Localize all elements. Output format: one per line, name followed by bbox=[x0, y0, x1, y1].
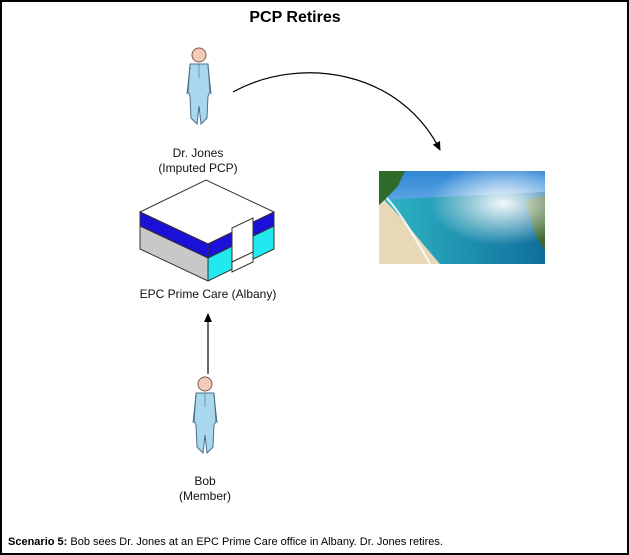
doctor-name: Dr. Jones bbox=[172, 146, 224, 160]
diagram-title: PCP Retires bbox=[249, 9, 341, 26]
beach-image bbox=[378, 171, 545, 265]
member-name: Bob bbox=[194, 474, 216, 488]
scenario-caption: Scenario 5: Bob sees Dr. Jones at an EPC… bbox=[8, 536, 443, 548]
office-building-icon bbox=[138, 179, 276, 282]
retire-curved-arrow bbox=[232, 72, 441, 151]
office-label: EPC Prime Care (Albany) bbox=[108, 287, 308, 302]
member-label: Bob (Member) bbox=[160, 474, 250, 504]
doctor-label: Dr. Jones (Imputed PCP) bbox=[138, 146, 258, 176]
caption-text: Bob sees Dr. Jones at an EPC Prime Care … bbox=[67, 536, 443, 548]
office-name: EPC Prime Care (Albany) bbox=[139, 287, 277, 301]
doctor-role: (Imputed PCP) bbox=[158, 161, 238, 175]
caption-label: Scenario 5: bbox=[8, 536, 68, 548]
member-role: (Member) bbox=[178, 489, 231, 503]
